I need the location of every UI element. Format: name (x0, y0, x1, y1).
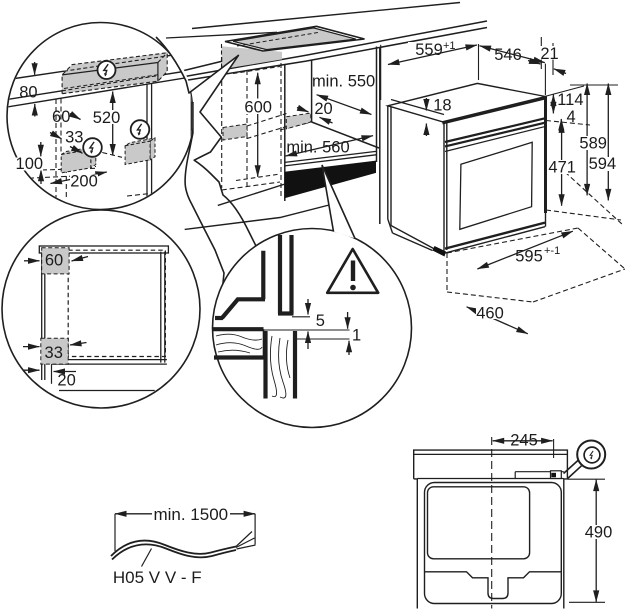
svg-text:490: 490 (585, 524, 613, 542)
svg-text:559: 559 (415, 41, 443, 59)
svg-text:+-1: +-1 (544, 245, 560, 257)
svg-text:18: 18 (433, 97, 451, 115)
svg-text:595: 595 (515, 248, 543, 266)
svg-text:471: 471 (548, 158, 576, 176)
svg-text:200: 200 (70, 173, 98, 191)
svg-text:5: 5 (316, 312, 325, 330)
svg-text:460: 460 (476, 305, 504, 323)
svg-text:600: 600 (244, 98, 272, 116)
svg-text:520: 520 (93, 109, 121, 127)
svg-text:114: 114 (557, 91, 583, 109)
svg-text:20: 20 (314, 100, 332, 118)
svg-text:20: 20 (57, 371, 75, 389)
svg-text:H05 V V - F: H05 V V - F (113, 568, 202, 587)
svg-text:100: 100 (16, 155, 44, 173)
svg-text:80: 80 (19, 83, 37, 101)
svg-text:60: 60 (45, 252, 63, 270)
svg-text:min. 1500: min. 1500 (153, 505, 228, 524)
svg-text:33: 33 (65, 129, 83, 147)
svg-text:21: 21 (540, 45, 558, 63)
svg-text:1: 1 (352, 327, 361, 345)
svg-text:33: 33 (45, 344, 63, 362)
svg-text:4: 4 (567, 108, 576, 126)
svg-text:594: 594 (589, 155, 617, 173)
svg-text:589: 589 (579, 134, 607, 152)
svg-text:60: 60 (52, 108, 70, 126)
svg-text:min. 550: min. 550 (312, 73, 375, 91)
